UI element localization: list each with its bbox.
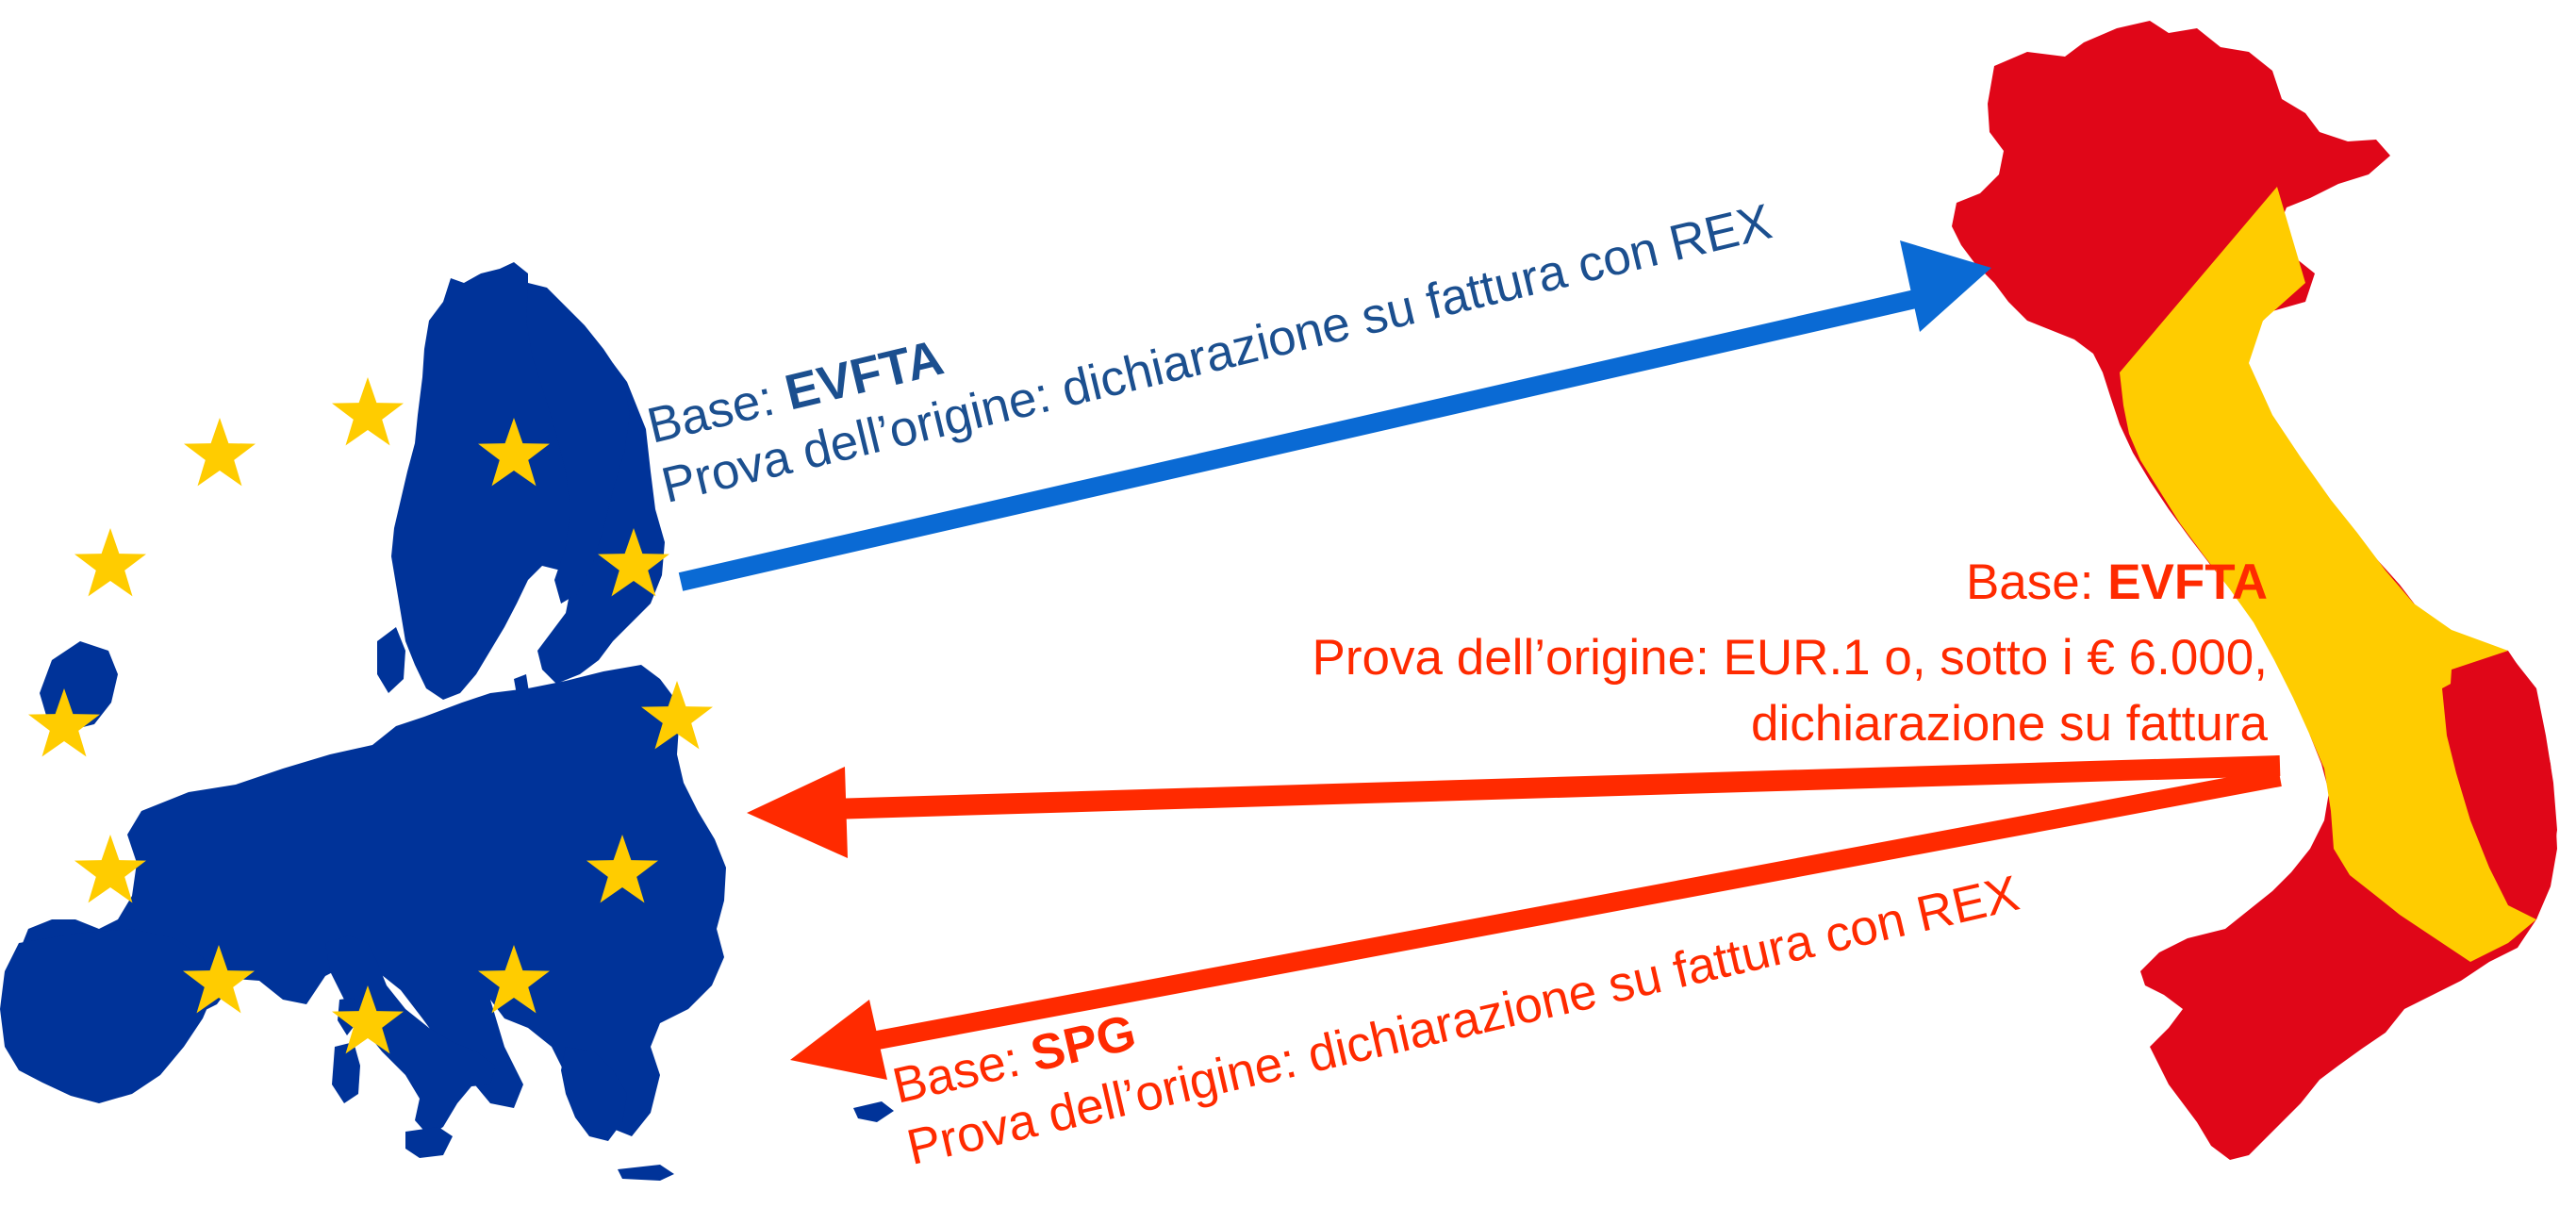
europe-map-icon bbox=[0, 262, 894, 1181]
import-evfta-proof-line2: dichiarazione su fattura bbox=[1751, 696, 2269, 752]
import-evfta-proof-line1: Prova dell’origine: EUR.1 o, sotto i € 6… bbox=[1313, 630, 2268, 686]
eu-landmass bbox=[0, 262, 894, 1181]
vietnam-map-icon bbox=[1952, 21, 2557, 1160]
import-evfta-base-line: Base: EVFTA bbox=[1966, 554, 2268, 610]
import-evfta-base-agreement: EVFTA bbox=[2107, 554, 2268, 610]
arrow-eu-to-vn bbox=[678, 240, 1991, 591]
arrow-vn-to-eu-evfta bbox=[747, 755, 2281, 858]
arrow-vn-to-eu-spg bbox=[790, 768, 2282, 1080]
label-import-evfta: Base: EVFTA Prova dell’origine: EUR.1 o,… bbox=[1313, 554, 2269, 752]
vn-red-south-band bbox=[2442, 653, 2557, 919]
import-evfta-base-prefix: Base: bbox=[1966, 554, 2107, 610]
vn-yellow-stripe bbox=[2120, 187, 2536, 962]
